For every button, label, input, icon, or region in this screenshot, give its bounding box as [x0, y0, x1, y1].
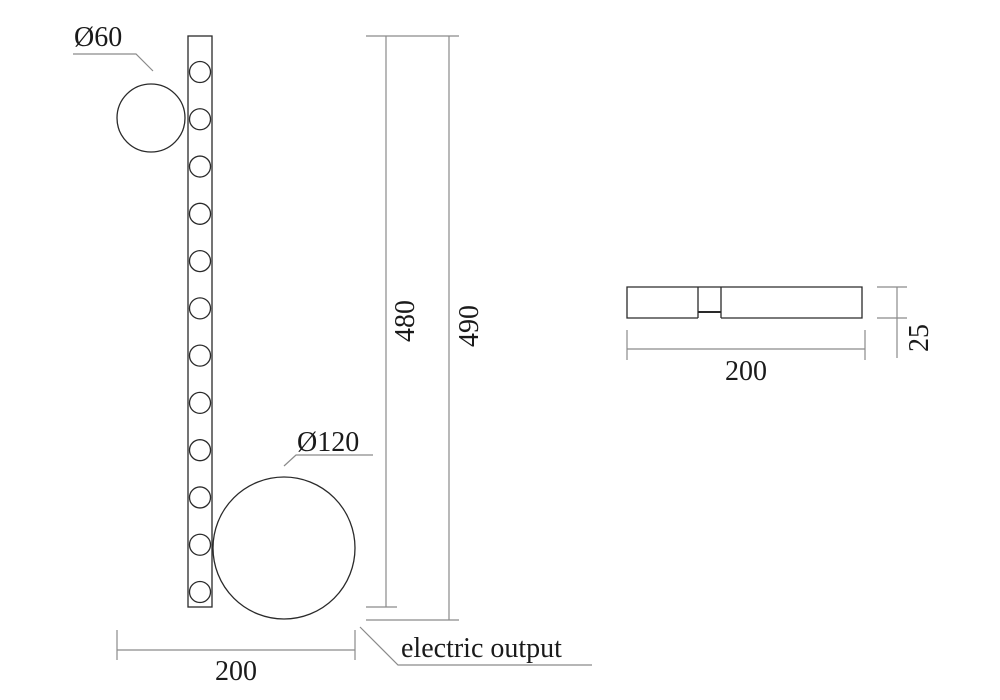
side-view: 200 25 [626, 286, 935, 387]
bead [188, 108, 212, 131]
bead [188, 60, 212, 84]
height-490-label: 490 [454, 305, 485, 347]
side-width-label: 200 [725, 356, 767, 387]
width-label: 200 [215, 656, 257, 687]
bead [188, 391, 212, 415]
bead [188, 486, 212, 509]
electric-output-leader [359, 626, 592, 666]
bead [188, 533, 212, 556]
front-view: Ø60 Ø120 480 490 200 electric output [73, 22, 592, 687]
bead [188, 297, 212, 320]
bead [188, 249, 212, 273]
large-globe-leader [283, 454, 373, 467]
bead [188, 344, 212, 367]
small-globe [116, 83, 186, 153]
bead [188, 202, 212, 225]
bead [188, 580, 212, 604]
large-globe-diameter-label: Ø120 [297, 427, 359, 458]
large-globe [212, 476, 356, 620]
beads [188, 60, 212, 604]
side-depth-label: 25 [904, 324, 935, 352]
vertical-bar [187, 35, 213, 608]
electric-output-label: electric output [401, 633, 562, 664]
bead [188, 439, 212, 462]
side-body [626, 286, 863, 319]
bead [188, 155, 212, 178]
small-globe-diameter-label: Ø60 [74, 22, 122, 53]
small-globe-leader [73, 53, 154, 72]
height-480-label: 480 [390, 300, 421, 342]
